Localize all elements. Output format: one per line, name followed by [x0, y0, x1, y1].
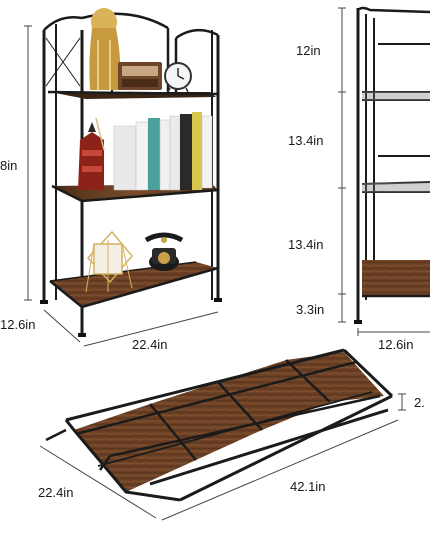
folded-shelf: [45, 348, 394, 502]
shelf-height-label: 8in: [0, 158, 18, 173]
front-bookshelf: [40, 8, 222, 337]
shelf-depth-label: 12.6in: [0, 317, 36, 332]
shelf-width-label: 22.4in: [132, 337, 168, 352]
side-mid2-gap-label: 13.4in: [288, 237, 324, 252]
folded-dimension-lines: [39, 393, 406, 521]
side-bottom-gap-label: 3.3in: [296, 302, 325, 317]
photo-frame: [85, 230, 133, 293]
folded-width-label: 22.4in: [38, 485, 74, 500]
side-mid1-gap-label: 13.4in: [288, 133, 324, 148]
book-row: [113, 112, 213, 191]
side-top-gap-label: 12in: [296, 43, 321, 58]
gold-bust-statue: [89, 8, 121, 90]
vintage-telephone: [144, 232, 184, 271]
lighthouse-figurine: [78, 117, 105, 190]
folded-thickness-label: 2.: [414, 395, 425, 410]
side-dimension-lines: [338, 7, 430, 336]
folded-length-label: 42.1in: [290, 479, 326, 494]
side-depth-label: 12.6in: [378, 337, 414, 352]
vintage-radio: [118, 62, 162, 90]
side-view-shelf: [354, 6, 430, 324]
clock-icon: [164, 62, 192, 93]
front-dimension-lines: [24, 25, 219, 347]
